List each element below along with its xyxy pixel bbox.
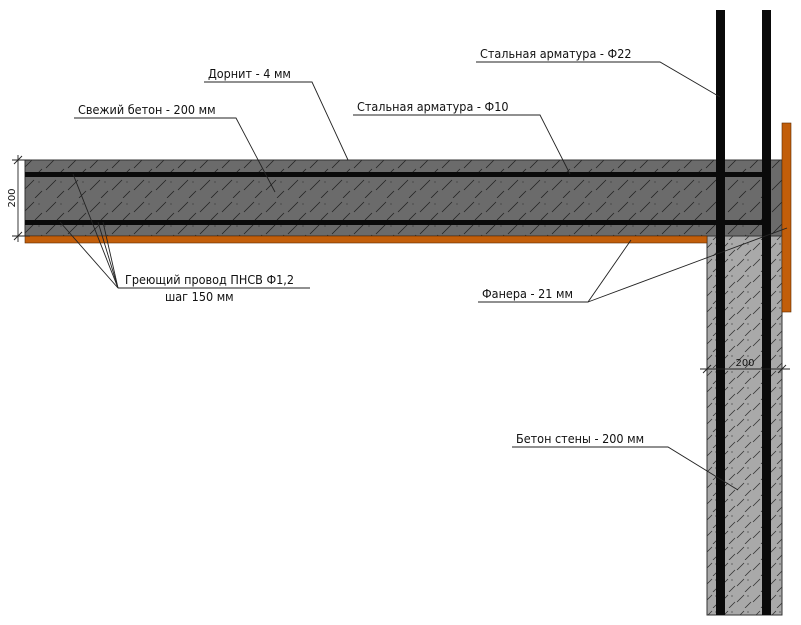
label-steel-10: Стальная арматура - Ф10 [353, 99, 571, 175]
svg-text:Фанера - 21 мм: Фанера - 21 мм [482, 286, 573, 301]
label-steel-22: Стальная арматура - Ф22 [476, 46, 721, 98]
svg-text:шаг 150 мм: шаг 150 мм [165, 289, 234, 304]
vertical-rebar-right [762, 10, 771, 615]
svg-text:Бетон стены - 200 мм: Бетон стены - 200 мм [516, 431, 644, 446]
slab-dimension: 200 [7, 155, 30, 242]
wall-dimension: 200 [700, 358, 790, 374]
vertical-rebar-left [716, 10, 725, 615]
label-wall-concrete: Бетон стены - 200 мм [512, 431, 739, 491]
svg-text:Дорнит - 4 мм: Дорнит - 4 мм [208, 66, 291, 81]
wall-dimension-text: 200 [735, 358, 754, 369]
label-dornit: Дорнит - 4 мм [204, 66, 349, 161]
top-rebar [25, 172, 770, 177]
plywood-side [781, 122, 792, 313]
label-plywood: Фанера - 21 мм [478, 227, 788, 303]
label-heating-wire: Греющий провод ПНСВ Ф1,2 шаг 150 мм [59, 173, 310, 304]
svg-text:Свежий бетон - 200 мм: Свежий бетон - 200 мм [78, 102, 216, 117]
slab-dimension-text: 200 [7, 188, 18, 207]
svg-text:Греющий провод ПНСВ Ф1,2: Греющий провод ПНСВ Ф1,2 [125, 272, 294, 287]
svg-text:Стальная арматура - Ф10: Стальная арматура - Ф10 [357, 99, 509, 114]
plywood-bottom [24, 235, 708, 244]
label-fresh-concrete: Свежий бетон - 200 мм [74, 102, 276, 193]
svg-text:Стальная арматура - Ф22: Стальная арматура - Ф22 [480, 46, 632, 61]
bottom-rebar [25, 220, 770, 225]
